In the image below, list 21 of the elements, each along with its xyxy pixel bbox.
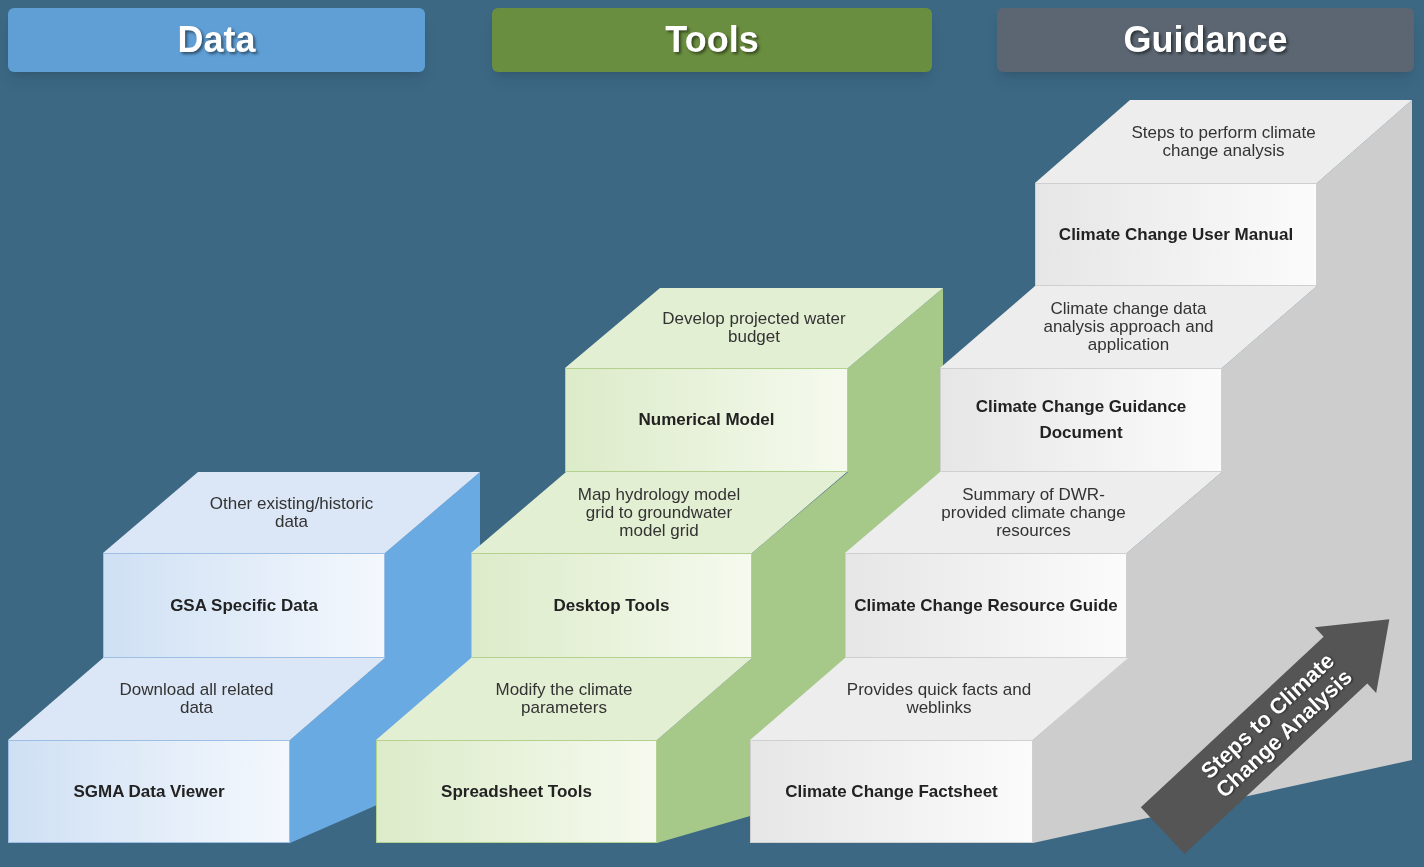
step-description: Provides quick facts and weblinks [845,681,1033,717]
step-description: Steps to perform climate change analysis [1130,123,1317,160]
step-description: Modify the climate parameters [494,681,634,717]
step-description: Map hydrology model grid to groundwater model grid [576,485,742,540]
step-description: Develop projected water budget [661,310,847,346]
step-front-face: Numerical Model [565,368,848,472]
step-front-face: Spreadsheet Tools [376,740,657,843]
column-header: Guidance [997,8,1414,72]
step-description: Summary of DWR-provided climate change resources [940,485,1127,540]
column-header: Tools [492,8,932,72]
step-front-face: GSA Specific Data [103,553,385,658]
step-front-face: Climate Change Guidance Document [940,368,1222,472]
step-front-face: SGMA Data Viewer [8,740,290,843]
step-description: Climate change data analysis approach and application [1042,300,1215,354]
step-front-face: Climate Change Factsheet [750,740,1033,843]
step-description: Download all related data [118,681,275,717]
step-front-face: Climate Change Resource Guide [845,553,1127,658]
column-header: Data [8,8,425,72]
step-description: Other existing/historic data [208,494,375,531]
step-front-face: Climate Change User Manual [1035,183,1317,286]
step-front-face: Desktop Tools [471,553,752,658]
